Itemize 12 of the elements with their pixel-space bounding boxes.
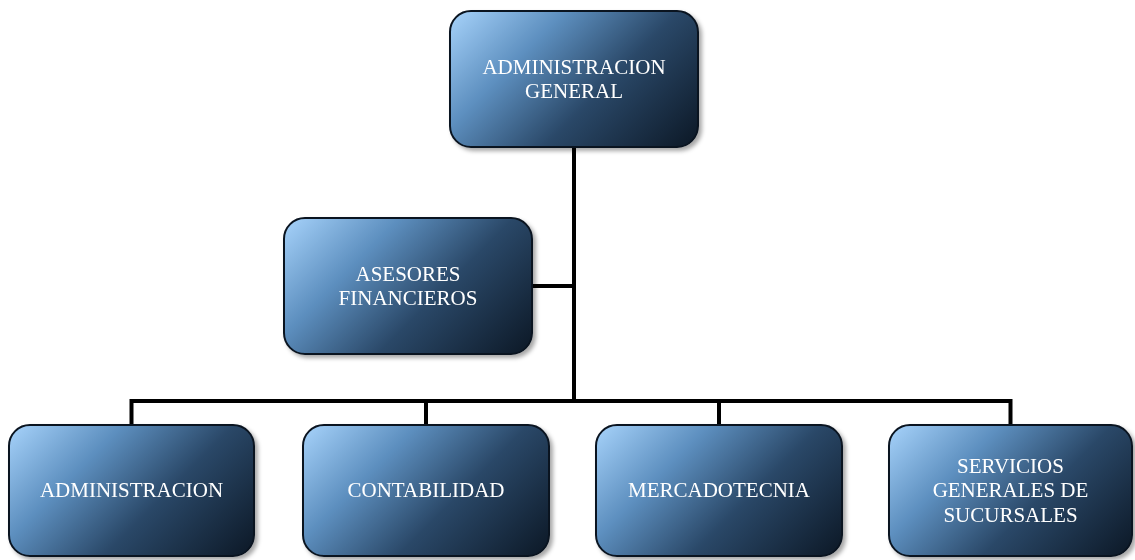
org-unit-box — [302, 424, 550, 557]
unit-name: ASESORES FINANCIEROS — [337, 261, 479, 311]
org-unit-box — [449, 10, 699, 148]
org-unit-box — [595, 424, 843, 557]
unit-name: MERCADOTECNIA — [628, 478, 810, 503]
unit-name: ADMINISTRACION GENERAL — [481, 54, 667, 104]
unit-name: SERVICIOS GENERALES DE SUCURSALES — [931, 454, 1090, 527]
unit-name: ADMINISTRACION — [39, 478, 224, 503]
org-unit-box — [8, 424, 255, 557]
org-unit-box — [888, 424, 1133, 557]
unit-name: CONTABILIDAD — [347, 478, 505, 503]
org-unit-box — [283, 217, 533, 355]
